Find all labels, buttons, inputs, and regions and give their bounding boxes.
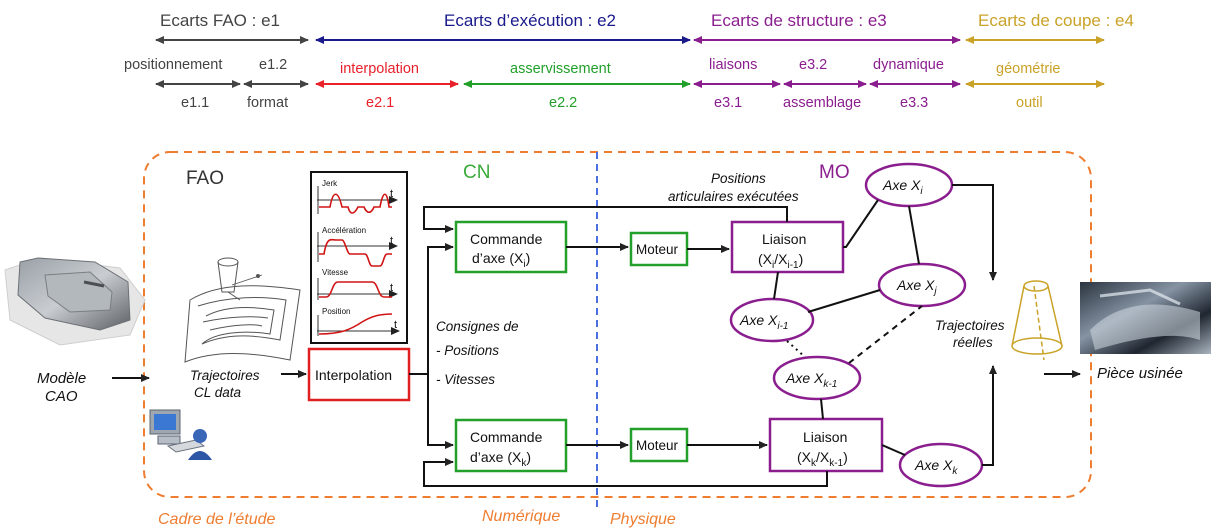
label-cn: CN [463,162,490,183]
graph-jerk-label: Jerk [322,179,338,188]
label-modele-l2: CAO [45,388,78,405]
graph-vit-t: t [390,282,393,294]
label-modele-l1: Modèle [37,370,86,387]
label-physique: Physique [610,511,676,528]
commande-i-l1: Commande [470,231,543,247]
computer-user-icon [149,409,212,460]
label-e2-2: e2.2 [549,95,577,111]
label-traj-reelles-l1: Trajectoires [935,318,1005,333]
commande-k-box [454,418,568,473]
label-assemblage: assemblage [783,95,861,111]
label-e1-2: e1.2 [259,57,287,73]
label-mo: MO [819,162,850,183]
liaison-k-l1: Liaison [803,429,847,445]
label-cadre: Cadre de l’étude [158,511,276,528]
label-interpolation-e2: interpolation [340,61,419,77]
liaison-i-l1: Liaison [762,231,806,247]
e2-header: Ecarts d’exécution : e2 [444,11,616,30]
label-e3-2: e3.2 [799,57,827,73]
graphs-panel [310,171,408,344]
label-e3-1: e3.1 [714,95,742,111]
graph-jerk-t: t [390,188,393,200]
axe-xi-1-node [729,297,815,343]
commande-k-l2: d’axe (Xk) [470,449,531,469]
label-e1-1: e1.1 [181,95,209,111]
cad-model-image [4,257,146,346]
moteur-i-label: Moteur [636,242,679,257]
graph-vit-label: Vitesse [322,268,349,277]
graph-acc-t: t [390,235,393,247]
liaison-i-l2: (Xi/Xi-1) [758,251,803,271]
label-consignes-positions: - Positions [436,343,499,358]
moteur-k-label: Moteur [636,438,679,453]
label-outil: outil [1016,95,1043,111]
machined-part-photo [1080,282,1211,354]
commande-k-l1: Commande [470,429,543,445]
axe-xi-label: Axe Xi [882,177,923,197]
axe-xi-1-label: Axe Xi-1 [739,312,788,332]
label-positionnement: positionnement [124,57,222,73]
e3-header: Ecarts de structure : e3 [711,11,887,30]
interpolation-box-label: Interpolation [315,367,392,383]
label-numerique: Numérique [482,508,560,525]
e4-header: Ecarts de coupe : e4 [978,11,1134,30]
label-positions-l1: Positions [711,171,766,186]
e1-header: Ecarts FAO : e1 [160,11,280,30]
label-format: format [247,95,288,111]
commande-i-l2: d’axe (Xi) [472,250,530,270]
toolpath-sketch [184,257,301,363]
axe-xj-label: Axe Xj [896,277,937,297]
cutting-tool-icon [1011,280,1063,361]
label-traj-l2: CL data [194,385,242,400]
connectors [112,184,1081,487]
label-positions-l2: articulaires exécutées [668,189,799,204]
label-consignes-vitesses: - Vitesses [436,372,495,387]
graph-pos-label: Position [322,307,350,316]
label-traj-l1: Trajectoires [190,368,260,383]
label-asservissement: asservissement [510,61,611,77]
liaison-k-l2: (Xk/Xk-1) [797,449,848,469]
graph-pos-t: t [394,319,397,331]
label-fao: FAO [186,168,224,189]
label-liaisons: liaisons [709,57,757,73]
label-dynamique: dynamique [873,57,944,73]
axe-xk-1-label: Axe Xk-1 [785,370,837,390]
label-piece-usinee: Pièce usinée [1097,365,1183,382]
header-arrows [155,36,1105,88]
label-e2-1: e2.1 [366,95,394,111]
graph-acc-label: Accélération [322,226,366,235]
label-e3-3: e3.3 [900,95,928,111]
axe-xk-1-node [772,355,862,401]
label-consignes: Consignes de [436,319,519,334]
label-geometrie: géométrie [996,61,1060,77]
label-traj-reelles-l2: réelles [953,335,993,350]
axe-xk-label: Axe Xk [914,457,958,477]
